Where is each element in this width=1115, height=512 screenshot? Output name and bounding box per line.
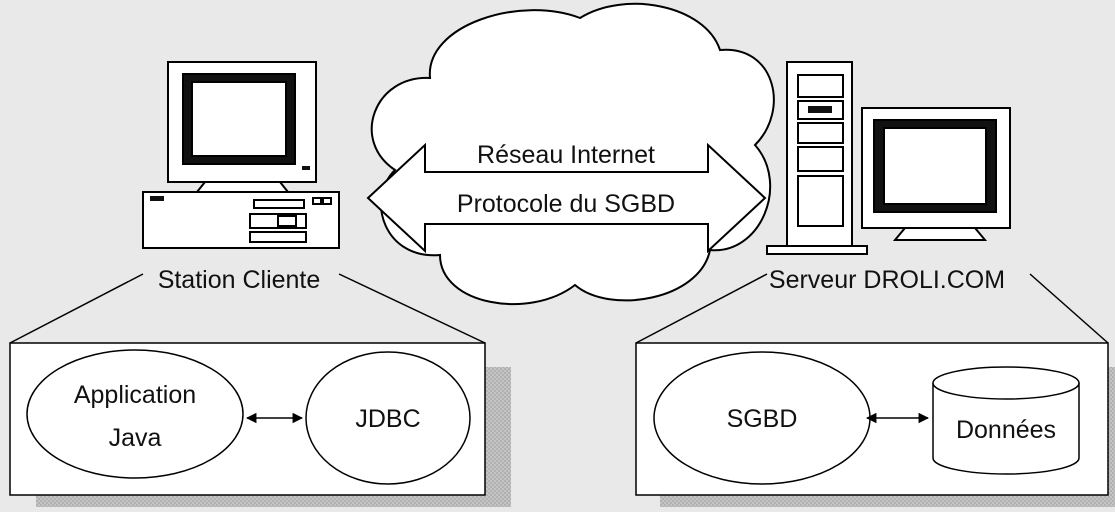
- sgbd-label: SGBD: [727, 405, 798, 433]
- application-java-node: [26, 349, 244, 479]
- network-arrow: [366, 142, 767, 254]
- network-label-1: Réseau Internet: [477, 141, 655, 169]
- server-label: Serveur DROLI.COM: [769, 266, 1005, 294]
- tower-server-icon: [766, 61, 1011, 255]
- client-zoom-lines: [9, 273, 486, 344]
- server-zoom-lines: [635, 273, 1109, 344]
- donnees-label: Données: [956, 416, 1056, 444]
- client-label: Station Cliente: [158, 266, 321, 294]
- jdbc-node: [305, 351, 471, 485]
- jdbc-label: JDBC: [355, 405, 420, 433]
- database-cylinder-icon: [932, 366, 1080, 475]
- desktop-computer-icon: [142, 61, 340, 249]
- application-java-label-2: Java: [109, 424, 162, 452]
- application-java-label-1: Application: [74, 381, 196, 409]
- network-label-2: Protocole du SGBD: [457, 190, 675, 218]
